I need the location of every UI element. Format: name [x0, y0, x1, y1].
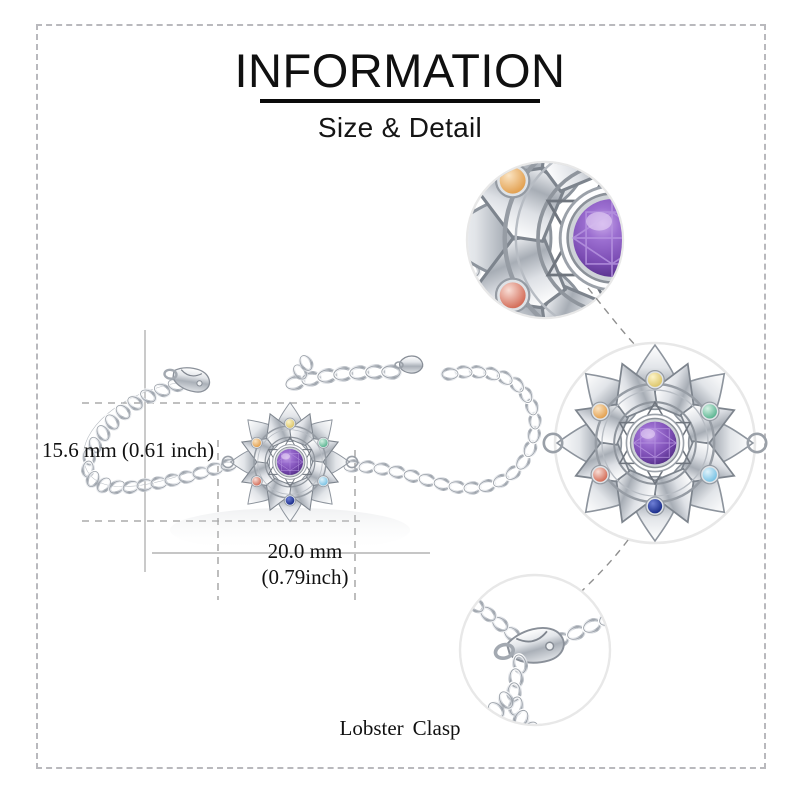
charm-detail-inset [541, 329, 769, 557]
extension-end-tag [394, 355, 424, 374]
lobster-clasp-caption: Lobster Clasp [0, 716, 800, 741]
chain-left [80, 376, 241, 498]
clasp-inset [458, 573, 612, 727]
extension-chain [282, 351, 424, 393]
width-dimension-label: 20.0 mm (0.79inch) [205, 538, 405, 591]
charm-detail-lotus [541, 329, 769, 557]
dashed-frame-border [36, 24, 766, 769]
charm-edge-inset [465, 160, 625, 320]
height-dimension-label: 15.6 mm (0.61 inch) [42, 438, 215, 462]
header: INFORMATION Size & Detail [0, 46, 800, 144]
width-dimension-inch: (0.79inch) [261, 565, 349, 590]
clasp-caption-word-1: Lobster [339, 716, 404, 740]
page-subtitle: Size & Detail [317, 112, 483, 144]
bracelet-reflection [170, 508, 410, 552]
page-title: INFORMATION [234, 44, 566, 97]
chain-right [341, 363, 543, 496]
title-underline [260, 99, 540, 104]
clasp-caption-word-2: Clasp [412, 716, 461, 740]
bracelet-lotus-charm [221, 393, 359, 531]
width-dimension-mm: 20.0 mm [267, 539, 343, 563]
main-bracelet [80, 351, 543, 552]
